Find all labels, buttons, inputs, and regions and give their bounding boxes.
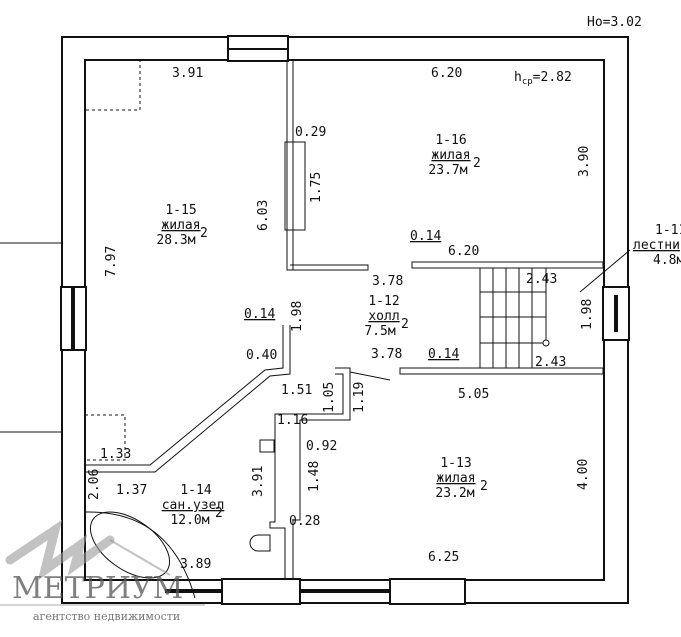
room-1-15: 1-15 жилая 28.3м 2 <box>156 203 207 248</box>
svg-text:2: 2 <box>401 317 409 332</box>
svg-text:1-16: 1-16 <box>435 133 466 148</box>
svg-text:1.98: 1.98 <box>580 299 595 330</box>
svg-text:6.20: 6.20 <box>448 244 479 259</box>
svg-text:2.06: 2.06 <box>87 469 102 500</box>
svg-text:2: 2 <box>200 226 208 241</box>
interior-walls <box>84 59 631 599</box>
svg-text:жилая: жилая <box>436 471 475 486</box>
svg-text:1-11: 1-11 <box>655 223 681 238</box>
svg-text:1-15: 1-15 <box>165 203 196 218</box>
avg-height-label: hср=2.82 <box>514 70 572 87</box>
svg-text:холл: холл <box>368 309 399 324</box>
svg-text:6.25: 6.25 <box>428 550 459 565</box>
svg-text:4.8м: 4.8м <box>653 253 681 268</box>
svg-text:28.3м: 28.3м <box>156 233 195 248</box>
watermark-logo: МЕТРИУМ агентство недвижимости <box>0 519 205 623</box>
svg-text:3.78: 3.78 <box>372 274 403 289</box>
svg-text:2: 2 <box>473 156 481 171</box>
svg-text:1.33: 1.33 <box>100 447 131 462</box>
svg-text:1-12: 1-12 <box>368 294 399 309</box>
svg-text:3.91: 3.91 <box>172 66 203 81</box>
svg-text:2.43: 2.43 <box>526 272 557 287</box>
bathroom-fixtures <box>84 59 275 599</box>
svg-text:2: 2 <box>215 506 223 521</box>
svg-text:лестни: лестни <box>633 238 680 253</box>
svg-text:0.28: 0.28 <box>289 514 320 529</box>
svg-text:12.0м: 12.0м <box>170 513 209 528</box>
svg-text:сан.узел: сан.узел <box>162 498 225 513</box>
svg-text:1.48: 1.48 <box>307 461 322 492</box>
svg-text:6.03: 6.03 <box>256 200 271 231</box>
svg-text:1.98: 1.98 <box>290 301 305 332</box>
svg-text:1.51: 1.51 <box>281 383 312 398</box>
room-1-14: 1-14 сан.узел 12.0м 2 <box>162 483 225 528</box>
svg-text:жилая: жилая <box>431 148 470 163</box>
outer-walls <box>0 35 630 605</box>
svg-text:1.05: 1.05 <box>322 382 337 413</box>
watermark-brand: МЕТРИУМ <box>12 571 183 606</box>
svg-text:1-14: 1-14 <box>180 483 211 498</box>
svg-text:5.05: 5.05 <box>458 387 489 402</box>
ceiling-height: Ho=3.02 <box>587 15 642 30</box>
svg-text:3.78: 3.78 <box>371 347 402 362</box>
svg-text:7.97: 7.97 <box>104 246 119 277</box>
room-1-16: 1-16 жилая 23.7м 2 <box>428 133 480 178</box>
svg-text:3.90: 3.90 <box>577 146 592 177</box>
room-1-12: 1-12 холл 7.5м 2 <box>364 294 408 339</box>
svg-text:7.5м: 7.5м <box>364 324 395 339</box>
svg-text:0.29: 0.29 <box>295 125 326 140</box>
svg-text:3.91: 3.91 <box>251 466 266 497</box>
svg-text:0.14: 0.14 <box>428 347 459 362</box>
svg-text:жилая: жилая <box>161 218 200 233</box>
room-1-11: 1-11 лестни 4.8м <box>633 223 681 268</box>
svg-text:3.89: 3.89 <box>180 557 211 572</box>
svg-text:0.14: 0.14 <box>244 307 275 322</box>
dimension-labels: 3.91 6.20 3.90 0.29 1.75 6.03 7.97 0.14 … <box>87 66 595 572</box>
svg-text:2: 2 <box>480 479 488 494</box>
svg-text:1.37: 1.37 <box>116 483 147 498</box>
svg-text:1.19: 1.19 <box>352 382 367 413</box>
svg-text:1.16: 1.16 <box>277 413 308 428</box>
room-1-13: 1-13 жилая 23.2м 2 <box>435 456 487 501</box>
svg-text:4.00: 4.00 <box>576 459 591 490</box>
svg-text:0.40: 0.40 <box>246 348 277 363</box>
svg-text:0.14: 0.14 <box>410 229 441 244</box>
staircase <box>479 249 631 368</box>
svg-text:6.20: 6.20 <box>431 66 462 81</box>
svg-text:23.2м: 23.2м <box>435 486 474 501</box>
svg-text:0.92: 0.92 <box>306 439 337 454</box>
svg-text:1.75: 1.75 <box>309 172 324 203</box>
svg-text:2.43: 2.43 <box>535 355 566 370</box>
svg-text:23.7м: 23.7м <box>428 163 467 178</box>
watermark-tagline: агентство недвижимости <box>33 610 180 623</box>
svg-text:1-13: 1-13 <box>440 456 471 471</box>
